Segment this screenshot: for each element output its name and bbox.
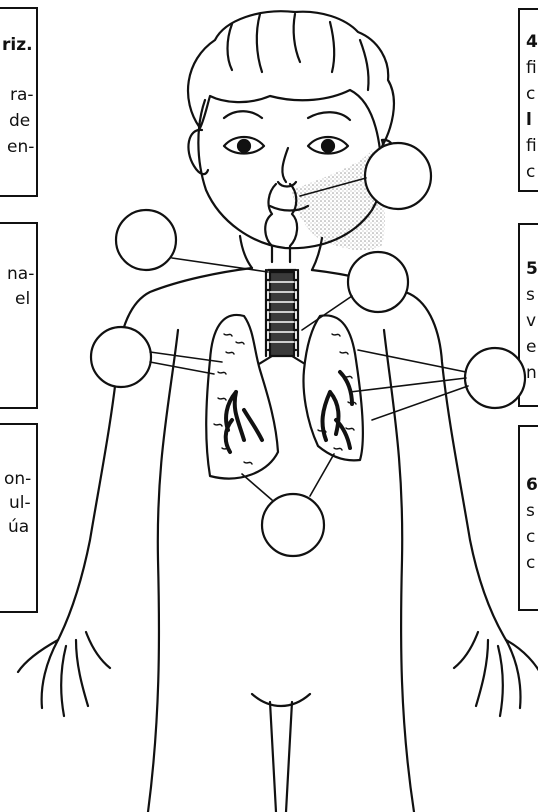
label-circle-4 <box>91 327 151 387</box>
label-circle-1 <box>116 210 176 270</box>
label-circle-5 <box>465 348 525 408</box>
right-lung <box>304 315 363 460</box>
label-circle-6 <box>262 494 324 556</box>
hair <box>188 11 394 150</box>
label-circle-3 <box>348 252 408 312</box>
label-circle-2 <box>365 143 431 209</box>
